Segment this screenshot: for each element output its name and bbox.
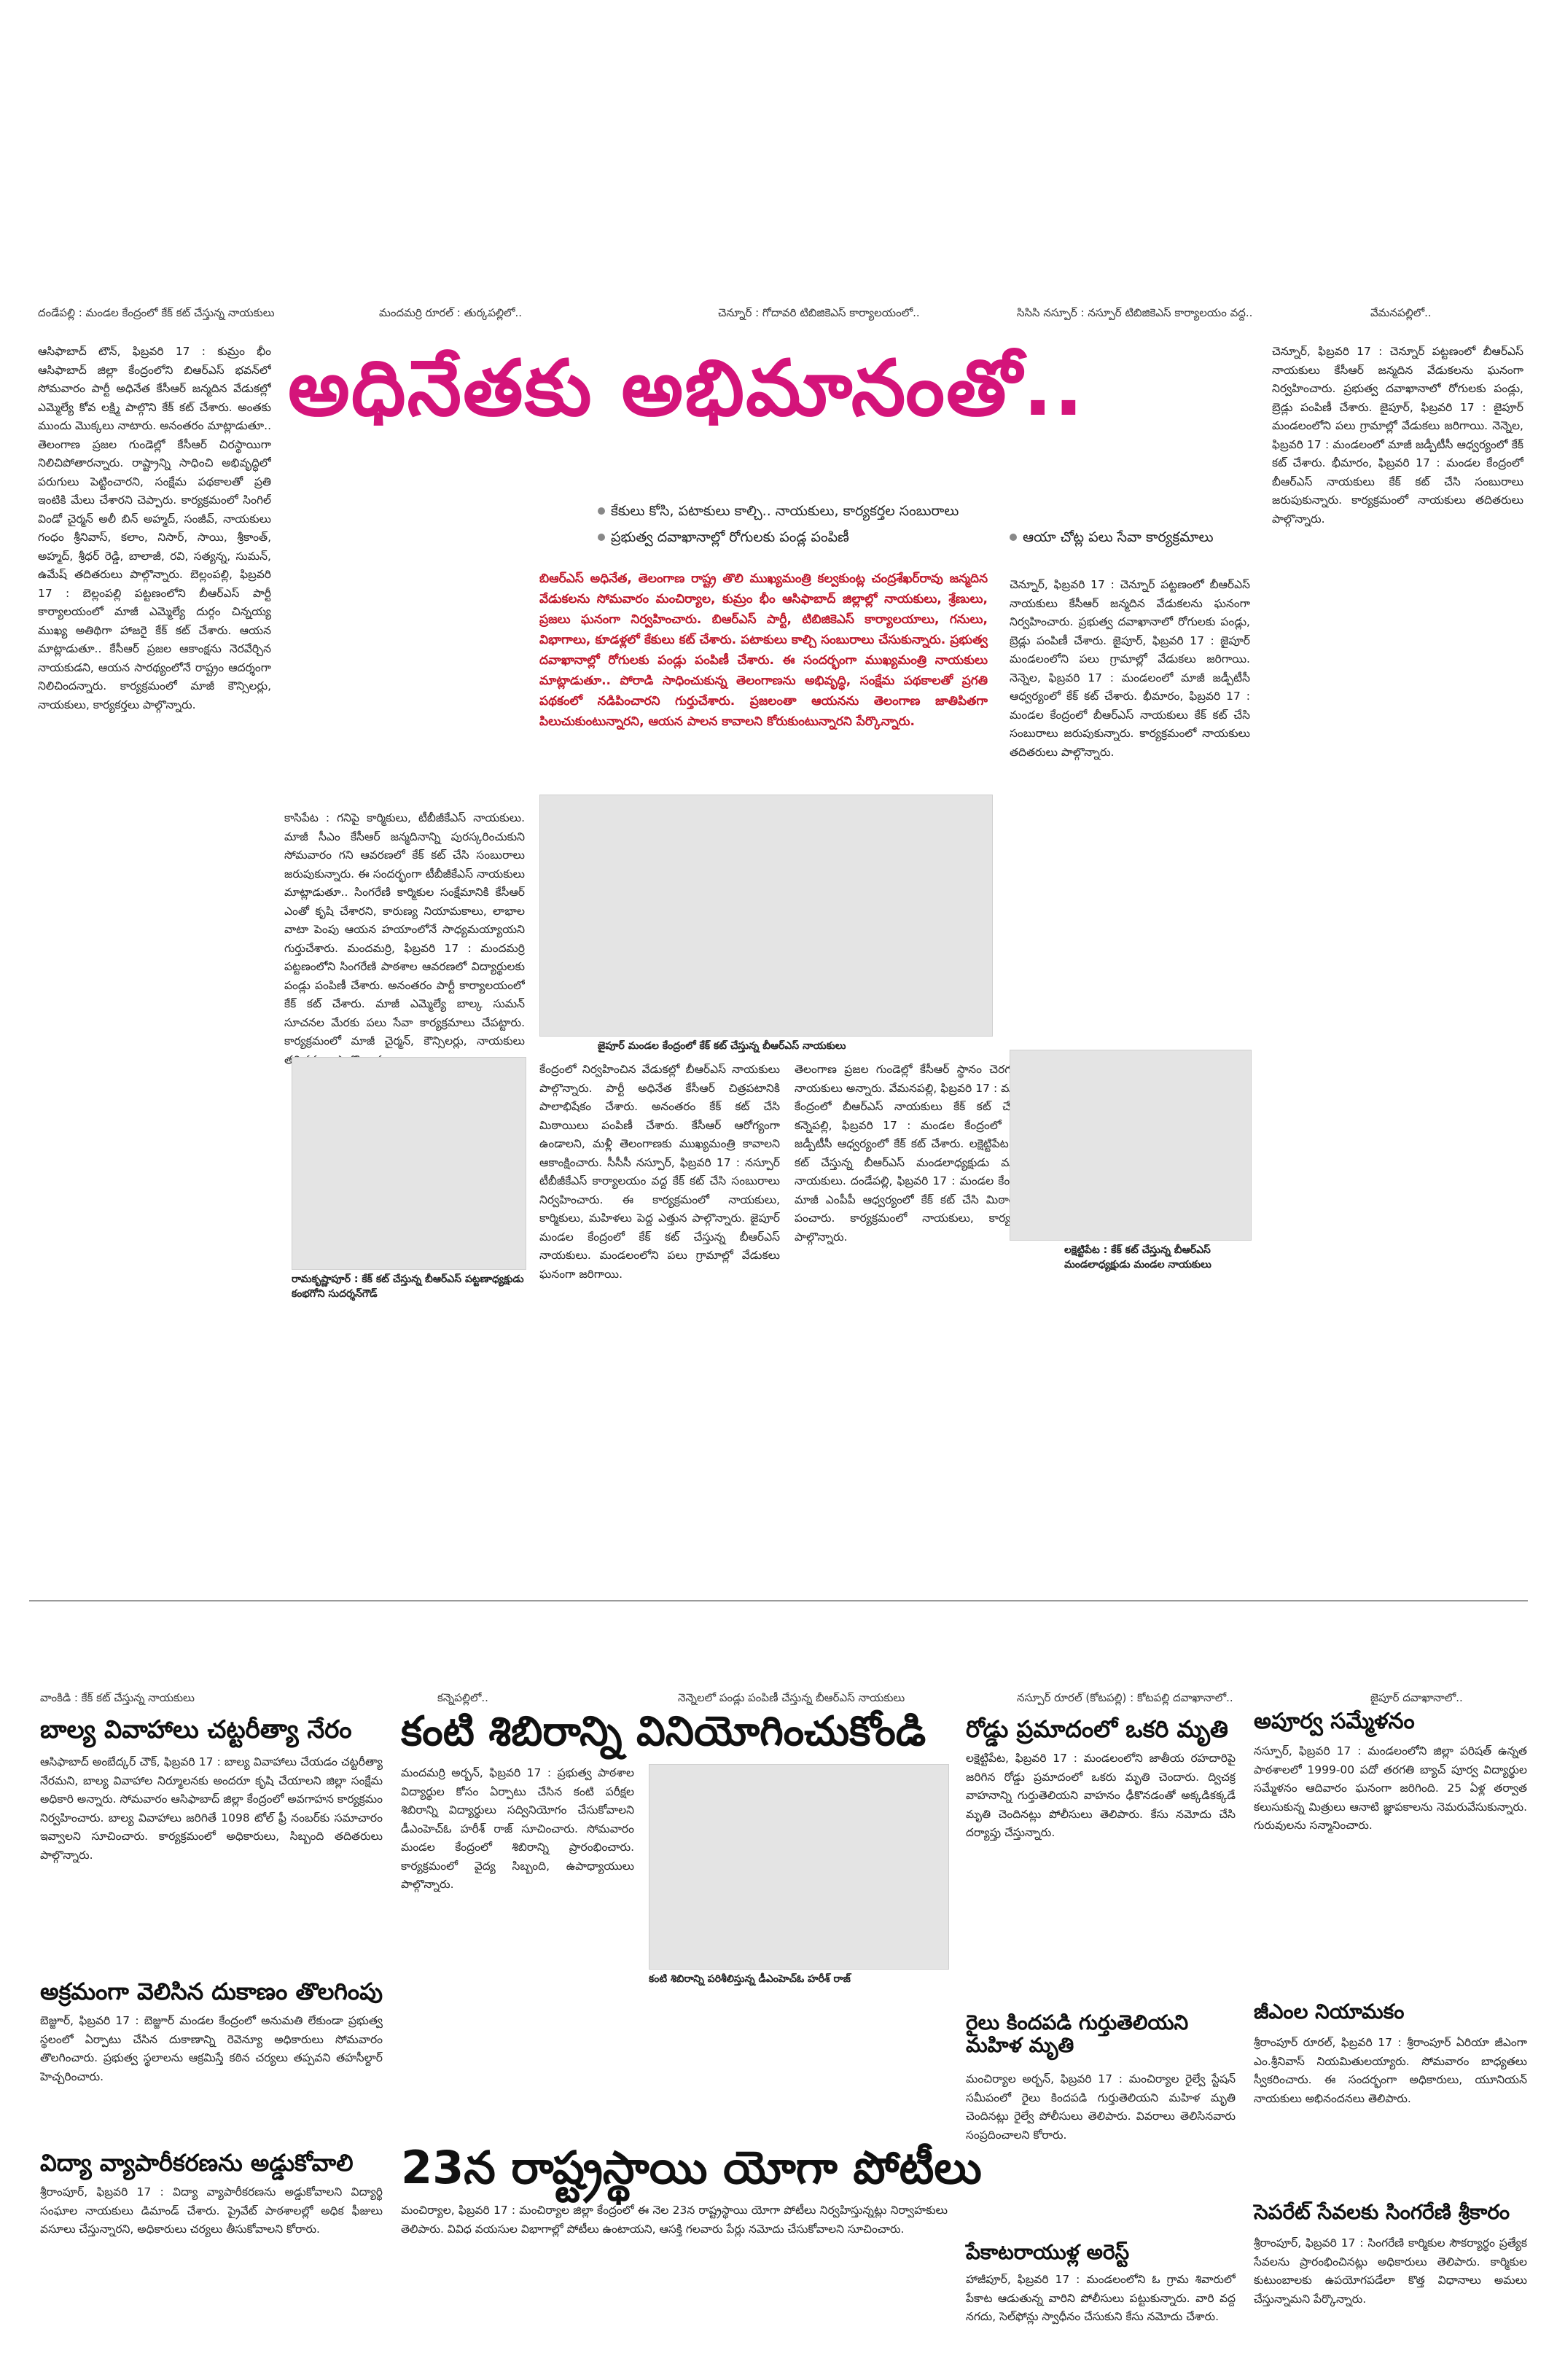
story-title-shop-removal: అక్రమంగా వెలిసిన దుకాణం తొలగింపు bbox=[40, 1978, 383, 2005]
story-body-yoga: మంచిర్యాల, ఫిబ్రవరి 17 : మంచిర్యాల జిల్ల… bbox=[401, 2204, 948, 2236]
bottom-caption-2: కన్నెపల్లిలో.. bbox=[437, 1691, 488, 1704]
story-body-alumni: నస్పూర్, ఫిబ్రవరి 17 : మండలంలోని జిల్లా … bbox=[1254, 1744, 1527, 1832]
story-title-alumni: అపూర్వ సమ్మేళనం bbox=[1254, 1709, 1415, 1734]
story-body-singareni: శ్రీరాంపూర్, ఫిబ్రవరి 17 : సింగరేణి కార్… bbox=[1254, 2236, 1527, 2306]
story-title-road-accident: రోడ్డు ప్రమాదంలో ఒకరి మృతి bbox=[966, 1715, 1228, 1743]
story-body-gamblers: హాజీపూర్, ఫిబ్రవరి 17 : మండలంలోని ఓ గ్రా… bbox=[966, 2273, 1236, 2323]
bullet-3: ఆయా చోట్ల పలు సేవా కార్యక్రమాలు bbox=[1010, 529, 1214, 549]
story-title-gamblers: పేకాటరాయుళ్ల అరెస్ట్ bbox=[966, 2240, 1130, 2264]
bullet-dot bbox=[598, 507, 605, 515]
bullet-dot bbox=[598, 533, 605, 541]
bullet-text: ఆయా చోట్ల పలు సేవా కార్యక్రమాలు bbox=[1023, 529, 1214, 545]
main-headline: అధినేతకు అభిమానంతో.. bbox=[288, 343, 1085, 433]
story-title-singareni: సెపరేట్ సేవలకు సింగరేణి శ్రీకారం bbox=[1254, 2200, 1510, 2224]
story-body-child-marriage: ఆసిఫాబాద్ అంబేద్కర్ చౌక్, ఫిబ్రవరి 17 : … bbox=[40, 1755, 383, 1862]
story-body-education: శ్రీరాంపూర్, ఫిబ్రవరి 17 : విద్యా వ్యాపా… bbox=[40, 2185, 383, 2236]
photo-eye-camp bbox=[649, 1764, 949, 1970]
column-left: ఆసిఫాబాద్ టౌన్, ఫిబ్రవరి 17 : కుమ్రం భీం… bbox=[38, 345, 271, 711]
column-fourth: తెలంగాణ ప్రజల గుండెల్లో కేసీఆర్ స్థానం చ… bbox=[795, 1063, 1035, 1244]
top-caption-1: దండేపల్లి : మండల కేంద్రంలో కేక్ కట్ చేస్… bbox=[38, 306, 275, 319]
photo-lakshettipet bbox=[1010, 1050, 1252, 1241]
story-body-gm-appointment: శ్రీరాంపూర్ రూరల్, ఫిబ్రవరి 17 : శ్రీరాం… bbox=[1254, 2036, 1527, 2105]
column-far-right-text: చెన్నూర్, ఫిబ్రవరి 17 : చెన్నూర్ పట్టణంల… bbox=[1272, 345, 1523, 526]
bullet-dot bbox=[1010, 533, 1017, 541]
story-body-eye-camp: మందమర్రి అర్బన్, ఫిబ్రవరి 17 : ప్రభుత్వ … bbox=[401, 1766, 634, 1891]
photo-ramakrishnapur bbox=[292, 1057, 526, 1270]
bottom-caption-5: జైపూర్ దవాఖానాలో.. bbox=[1370, 1691, 1463, 1704]
bottom-caption-3: నెన్నెలలో పండ్లు పంపిణీ చేస్తున్న బీఆర్‌… bbox=[678, 1691, 905, 1704]
bullet-text: ప్రభుత్వ దవాఖానాల్లో రోగులకు పండ్ల పంపిణ… bbox=[611, 529, 849, 545]
story-body-shop-removal: బెజ్జూర్, ఫిబ్రవరి 17 : బెజ్జూర్ మండల కే… bbox=[40, 2014, 383, 2083]
photo-caption-ramakrishnapur: రామకృష్ణాపూర్ : కేక్ కట్ చేస్తున్న బీఆర్… bbox=[292, 1273, 524, 1300]
bottom-caption-1: వాంకిడి : కేక్ కట్ చేస్తున్న నాయకులు bbox=[40, 1691, 195, 1704]
photo-caption-jaipur: జైపూర్ మండల కేంద్రంలో కేక్ కట్ చేస్తున్న… bbox=[598, 1040, 846, 1052]
column-third: కేంద్రంలో నిర్వహించిన వేడుకల్లో బీఆర్‌ఎస… bbox=[539, 1063, 780, 1281]
story-title-train-death: రైలు కిందపడి గుర్తుతెలియని మహిళ మృతి bbox=[966, 2010, 1189, 2057]
lead-intro: బిఆర్‌ఎస్ అధినేత, తెలంగాణ రాష్ట్ర తొలి మ… bbox=[539, 571, 988, 729]
bottom-caption-4: నస్పూర్ రూరల్ (కోటపల్లి) : కోటపల్లి దవాఖ… bbox=[1017, 1691, 1233, 1704]
bullet-1: కేకులు కోసి, పటాకులు కాల్చి.. నాయకులు, క… bbox=[598, 503, 959, 523]
top-caption-5: వేమనపల్లిలో.. bbox=[1370, 306, 1432, 319]
story-title-child-marriage: బాల్య వివాహాలు చట్టరీత్యా నేరం bbox=[40, 1715, 352, 1744]
story-body-train-death: మంచిర్యాల అర్బన్, ఫిబ్రవరి 17 : మంచిర్యా… bbox=[966, 2072, 1236, 2142]
story-title-yoga: 23న రాష్ట్రస్థాయి యోగా పోటీలు bbox=[401, 2141, 982, 2194]
top-caption-4: సిసిసి నస్పూర్ : నస్పూర్ టిబిజికెఎస్ కార… bbox=[1017, 306, 1253, 319]
bullet-2: ప్రభుత్వ దవాఖానాల్లో రోగులకు పండ్ల పంపిణ… bbox=[598, 529, 849, 549]
photo-caption-eye-camp: కంటి శిబిరాన్ని పరిశీలిస్తున్న డీఎంహెచ్‌… bbox=[649, 1973, 851, 1985]
section-divider bbox=[29, 1600, 1528, 1601]
story-title-eye-camp: కంటి శిబిరాన్ని వినియోగించుకోండి bbox=[401, 1708, 926, 1755]
story-body-road-accident: లక్షెట్టిపేట, ఫిబ్రవరి 17 : మండలంలోని జా… bbox=[966, 1752, 1236, 1839]
photo-caption-lakshettipet: లక్షెట్టిపేట : కేక్ కట్ చేస్తున్న బీఆర్‌… bbox=[1064, 1244, 1211, 1271]
column-fifth: చెన్నూర్, ఫిబ్రవరి 17 : చెన్నూర్ పట్టణంల… bbox=[1010, 578, 1250, 759]
story-title-education: విద్యా వ్యాపారీకరణను అడ్డుకోవాలి bbox=[40, 2149, 354, 2177]
photo-jaipur bbox=[539, 795, 993, 1037]
story-title-gm-appointment: జీఎంల నియామకం bbox=[1254, 1999, 1405, 2024]
column-far-right: చెన్నూర్, ఫిబ్రవరి 17 : చెన్నూర్ పట్టణంల… bbox=[1272, 343, 1523, 1582]
top-caption-3: చెన్నూర్ : గోదావరి టిబిజికెఎస్ కార్యాలయం… bbox=[718, 306, 920, 319]
bullet-text: కేకులు కోసి, పటాకులు కాల్చి.. నాయకులు, క… bbox=[611, 503, 959, 519]
top-caption-2: మందమర్రి రూరల్ : తుర్కపల్లిలో.. bbox=[379, 306, 523, 319]
